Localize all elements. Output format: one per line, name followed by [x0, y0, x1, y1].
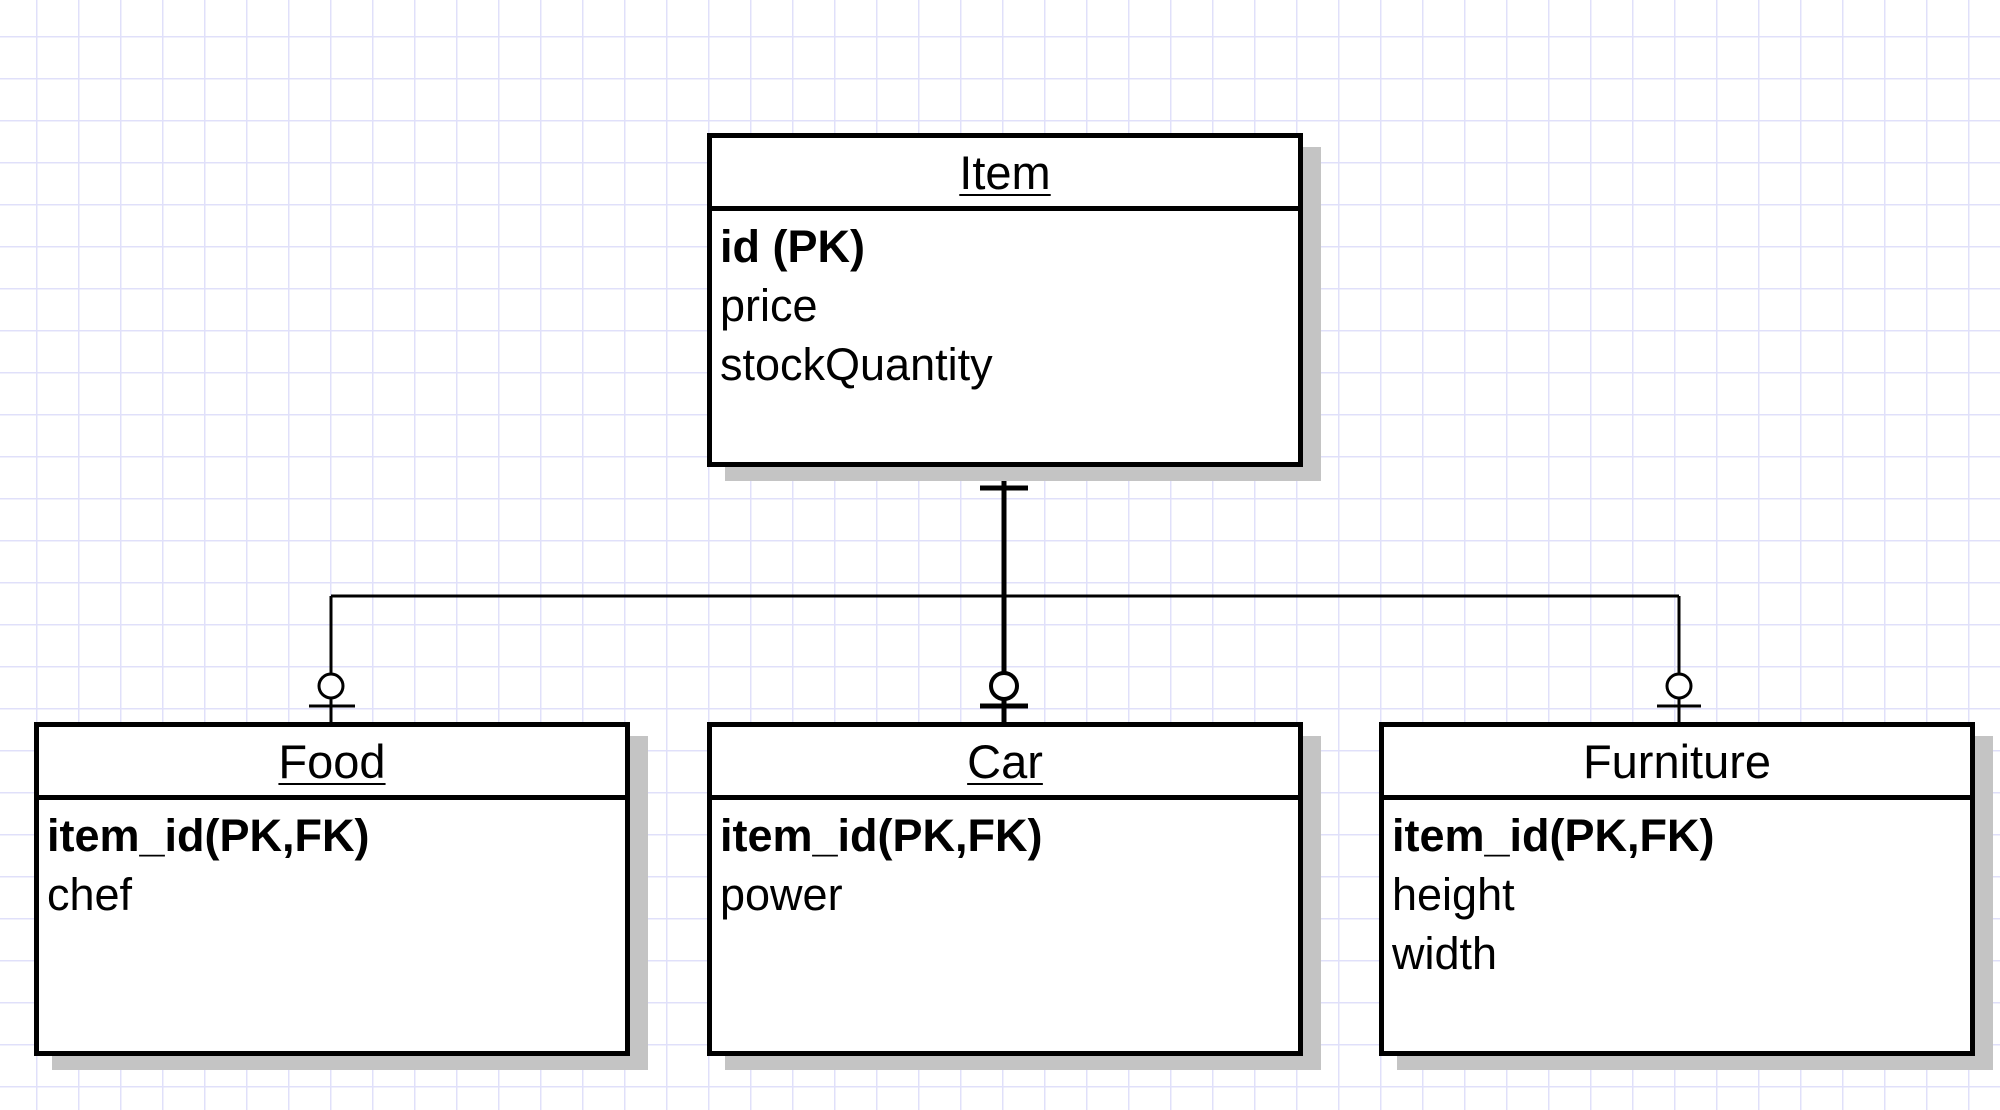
entity-title-item: Item [712, 138, 1298, 211]
entity-title-car: Car [712, 727, 1298, 800]
attribute-primary-key: id (PK) [720, 221, 865, 272]
attribute-power: power [720, 869, 843, 920]
cardinality-zero-or-one-marker-car [980, 671, 1028, 709]
cardinality-zero-or-one-marker-furniture [1657, 672, 1701, 708]
entity-furniture[interactable]: Furniture item_id(PK,FK) height width [1379, 722, 1975, 1056]
entity-attributes-car: item_id(PK,FK) power [712, 800, 1298, 924]
attribute-primary-key: item_id(PK,FK) [47, 810, 370, 861]
cardinality-zero-or-one-marker-food [309, 672, 355, 708]
attribute-stock-quantity: stockQuantity [720, 339, 993, 390]
entity-attributes-furniture: item_id(PK,FK) height width [1384, 800, 1970, 983]
attribute-height: height [1392, 869, 1515, 920]
attribute-width: width [1392, 928, 1498, 979]
entity-car[interactable]: Car item_id(PK,FK) power [707, 722, 1303, 1056]
entity-attributes-food: item_id(PK,FK) chef [39, 800, 625, 924]
entity-title-furniture: Furniture [1384, 727, 1970, 800]
attribute-chef: chef [47, 869, 133, 920]
entity-title-food: Food [39, 727, 625, 800]
attribute-price: price [720, 280, 818, 331]
entity-item[interactable]: Item id (PK) price stockQuantity [707, 133, 1303, 467]
attribute-primary-key: item_id(PK,FK) [720, 810, 1043, 861]
entity-attributes-item: id (PK) price stockQuantity [712, 211, 1298, 394]
attribute-primary-key: item_id(PK,FK) [1392, 810, 1715, 861]
entity-food[interactable]: Food item_id(PK,FK) chef [34, 722, 630, 1056]
